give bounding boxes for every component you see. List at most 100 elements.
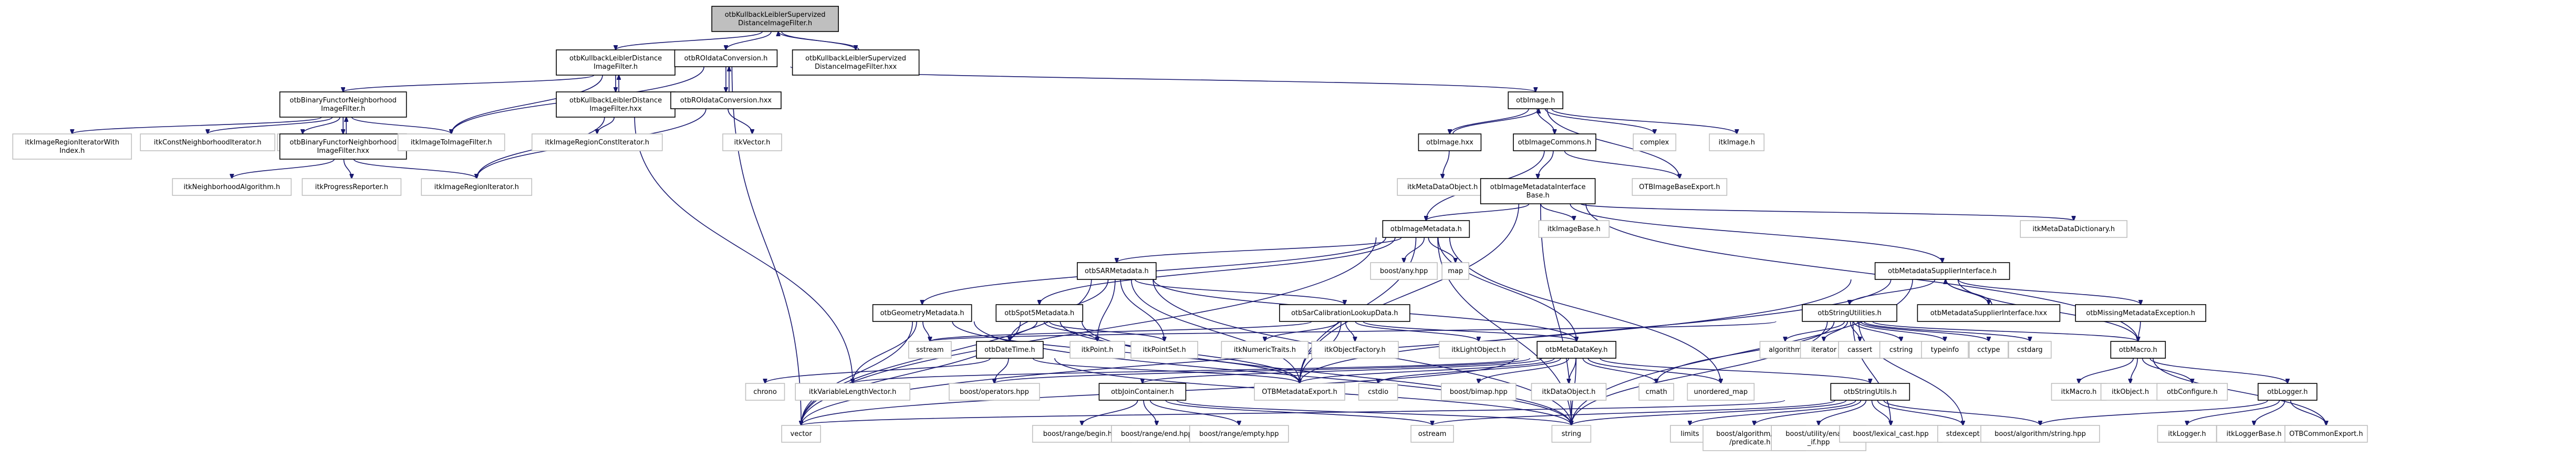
node-label: chrono xyxy=(753,388,777,396)
graph-node-otbMSI_hxx[interactable]: otbMetadataSupplierInterface.hxx xyxy=(1917,304,2061,322)
graph-node-itkDO: itkDataObject.h xyxy=(1531,383,1607,401)
node-label: ImageFilter.h xyxy=(594,63,638,71)
graph-node-itkNA: itkNeighborhoodAlgorithm.h xyxy=(172,178,292,196)
node-label: Base.h xyxy=(1526,192,1550,200)
graph-node-itkOF: itkObjectFactory.h xyxy=(1311,341,1399,359)
node-box xyxy=(949,383,1040,401)
edge-main-to-roi_h xyxy=(726,31,772,50)
graph-node-boostany: boost/any.hpp xyxy=(1370,262,1438,280)
node-label: itkConstNeighborhoodIterator.h xyxy=(154,139,262,147)
node-label: itkObject.h xyxy=(2112,388,2149,396)
graph-node-otbSpot5[interactable]: otbSpot5Metadata.h xyxy=(995,304,1084,322)
node-label: itkNeighborhoodAlgorithm.h xyxy=(183,183,280,191)
graph-node-itkPS: itkPointSet.h xyxy=(1130,341,1198,359)
graph-node-klsd_hxx[interactable]: otbKullbackLeiblerSupervizedDistanceImag… xyxy=(792,49,920,76)
graph-node-otbSUt[interactable]: otbStringUtils.h xyxy=(1830,383,1910,401)
graph-node-main[interactable]: otbKullbackLeiblerSupervizedDistanceImag… xyxy=(711,6,839,32)
node-box xyxy=(279,91,407,118)
graph-node-cmath: cmath xyxy=(1638,383,1675,401)
edge-otbMacro-to-itkMacro xyxy=(2079,358,2134,383)
graph-node-otbLogger[interactable]: otbLogger.h xyxy=(2257,383,2318,401)
graph-node-bfn_hxx[interactable]: otbBinaryFunctorNeighborhoodImageFilter.… xyxy=(279,133,407,160)
edge-otbMDK-to-OTBME xyxy=(1300,358,1555,383)
edge-otbMacro-to-itkObject xyxy=(2131,358,2138,383)
edge-otbSCLD-to-itkLO xyxy=(1355,321,1479,341)
node-box xyxy=(1441,262,1470,280)
edge-bfn_hxx-to-itkNA xyxy=(232,159,335,179)
node-box xyxy=(745,383,785,401)
node-label: DistanceImageFilter.hxx xyxy=(815,63,897,71)
graph-node-otbJC[interactable]: otbJoinContainer.h xyxy=(1098,383,1187,401)
node-box xyxy=(1874,262,2010,280)
node-label: otbKullbackLeiblerSupervized xyxy=(725,11,826,19)
node-label: otbSARMetadata.h xyxy=(1085,267,1149,275)
node-label: map xyxy=(1448,267,1463,275)
edge-otbIM-to-otbSAR xyxy=(1117,237,1402,263)
graph-node-otbimage_hxx[interactable]: otbImage.hxx xyxy=(1418,133,1482,151)
graph-node-otbIM[interactable]: otbImageMetadata.h xyxy=(1382,220,1470,238)
graph-node-otbMME[interactable]: otbMissingMetadataException.h xyxy=(2075,304,2207,322)
node-label: otbStringUtils.h xyxy=(1844,388,1897,396)
edge-otbSAR-to-itkPS xyxy=(1120,279,1164,341)
node-label: otbJoinContainer.h xyxy=(1111,388,1174,396)
graph-node-otbMDK[interactable]: otbMetaDataKey.h xyxy=(1536,341,1617,359)
edge-roi_h-to-vector xyxy=(731,66,801,425)
graph-node-bfn_h[interactable]: otbBinaryFunctorNeighborhoodImageFilter.… xyxy=(279,91,407,118)
node-label: otbSpot5Metadata.h xyxy=(1004,309,1074,317)
node-box xyxy=(556,49,676,76)
edge-otbSU-to-cstdarg xyxy=(1863,321,2030,341)
graph-node-itkLB: itkLoggerBase.h xyxy=(2216,425,2292,443)
node-label: limits xyxy=(1680,430,1699,438)
edge-otbimage_h-to-itkImage xyxy=(1551,108,1737,134)
edge-otbimage_hxx-to-itkMDO xyxy=(1442,150,1450,179)
node-box xyxy=(1633,133,1677,151)
graph-node-roi_hxx[interactable]: otbROIdataConversion.hxx xyxy=(670,91,782,109)
graph-node-otbSAR[interactable]: otbSARMetadata.h xyxy=(1077,262,1157,280)
edge-bfn_h-to-itkITIF xyxy=(351,117,451,134)
edge-bfn_h-to-itkIRIwI xyxy=(72,117,322,134)
graph-node-otbGM[interactable]: otbGeometryMetadata.h xyxy=(872,304,972,322)
edge-otbMDK-to-umap xyxy=(1587,358,1721,383)
graph-node-otbDT[interactable]: otbDateTime.h xyxy=(976,341,1044,359)
edge-otbMSI-to-OTBME xyxy=(1300,279,1892,383)
node-box xyxy=(2156,383,2228,401)
node-label: ImageFilter.h xyxy=(321,105,365,113)
node-label: cmath xyxy=(1646,388,1667,396)
node-box xyxy=(2216,425,2292,443)
node-label: cstring xyxy=(1889,346,1913,354)
graph-node-otbSCLD[interactable]: otbSarCalibrationLookupData.h xyxy=(1279,304,1410,322)
graph-node-itkMDD: itkMetaDataDictionary.h xyxy=(2020,220,2128,238)
edge-otbSU-to-blc xyxy=(1852,321,1891,425)
edge-otbSU-to-iterator xyxy=(1824,321,1848,341)
node-label: itkLoggerBase.h xyxy=(2226,430,2281,438)
edge-bfn_hxx-to-itkPR xyxy=(343,159,352,179)
node-label: otbStringUtilities.h xyxy=(1817,309,1881,317)
node-box xyxy=(674,49,778,67)
edge-otbimage_h-to-otbimage_hxx xyxy=(1450,108,1530,134)
node-label: vector xyxy=(791,430,813,438)
node-box xyxy=(140,133,276,151)
graph-node-otbSU[interactable]: otbStringUtilities.h xyxy=(1802,304,1897,322)
graph-node-kld_hxx[interactable]: otbKullbackLeiblerDistanceImageFilter.hx… xyxy=(556,91,676,118)
node-label: itkDataObject.h xyxy=(1542,388,1596,396)
node-box xyxy=(872,304,972,322)
edge-otbMacro-to-OTBCE xyxy=(2153,358,2326,425)
edge-otbSUt-to-blc xyxy=(1871,400,1891,425)
graph-node-otbMSI[interactable]: otbMetadataSupplierInterface.h xyxy=(1874,262,2010,280)
graph-node-itkMacro: itkMacro.h xyxy=(2051,383,2107,401)
node-label: itkProgressReporter.h xyxy=(315,183,388,191)
edge-otbMDK-to-boostops xyxy=(994,358,1531,383)
edge-klsd_hxx-to-main xyxy=(778,32,859,50)
graph-node-roi_h[interactable]: otbROIdataConversion.h xyxy=(674,49,778,67)
node-label: itkMetaDataObject.h xyxy=(1407,183,1478,191)
node-box xyxy=(711,6,839,32)
node-box xyxy=(279,133,407,160)
graph-node-otbMacro[interactable]: otbMacro.h xyxy=(2110,341,2166,359)
graph-node-otbimage_h[interactable]: otbImage.h xyxy=(1508,91,1564,109)
node-label: otbSarCalibrationLookupData.h xyxy=(1291,309,1398,317)
node-label: boost/operators.hpp xyxy=(960,388,1029,396)
graph-node-otbIC[interactable]: otbImageCommons.h xyxy=(1513,133,1596,151)
node-box xyxy=(531,133,663,151)
